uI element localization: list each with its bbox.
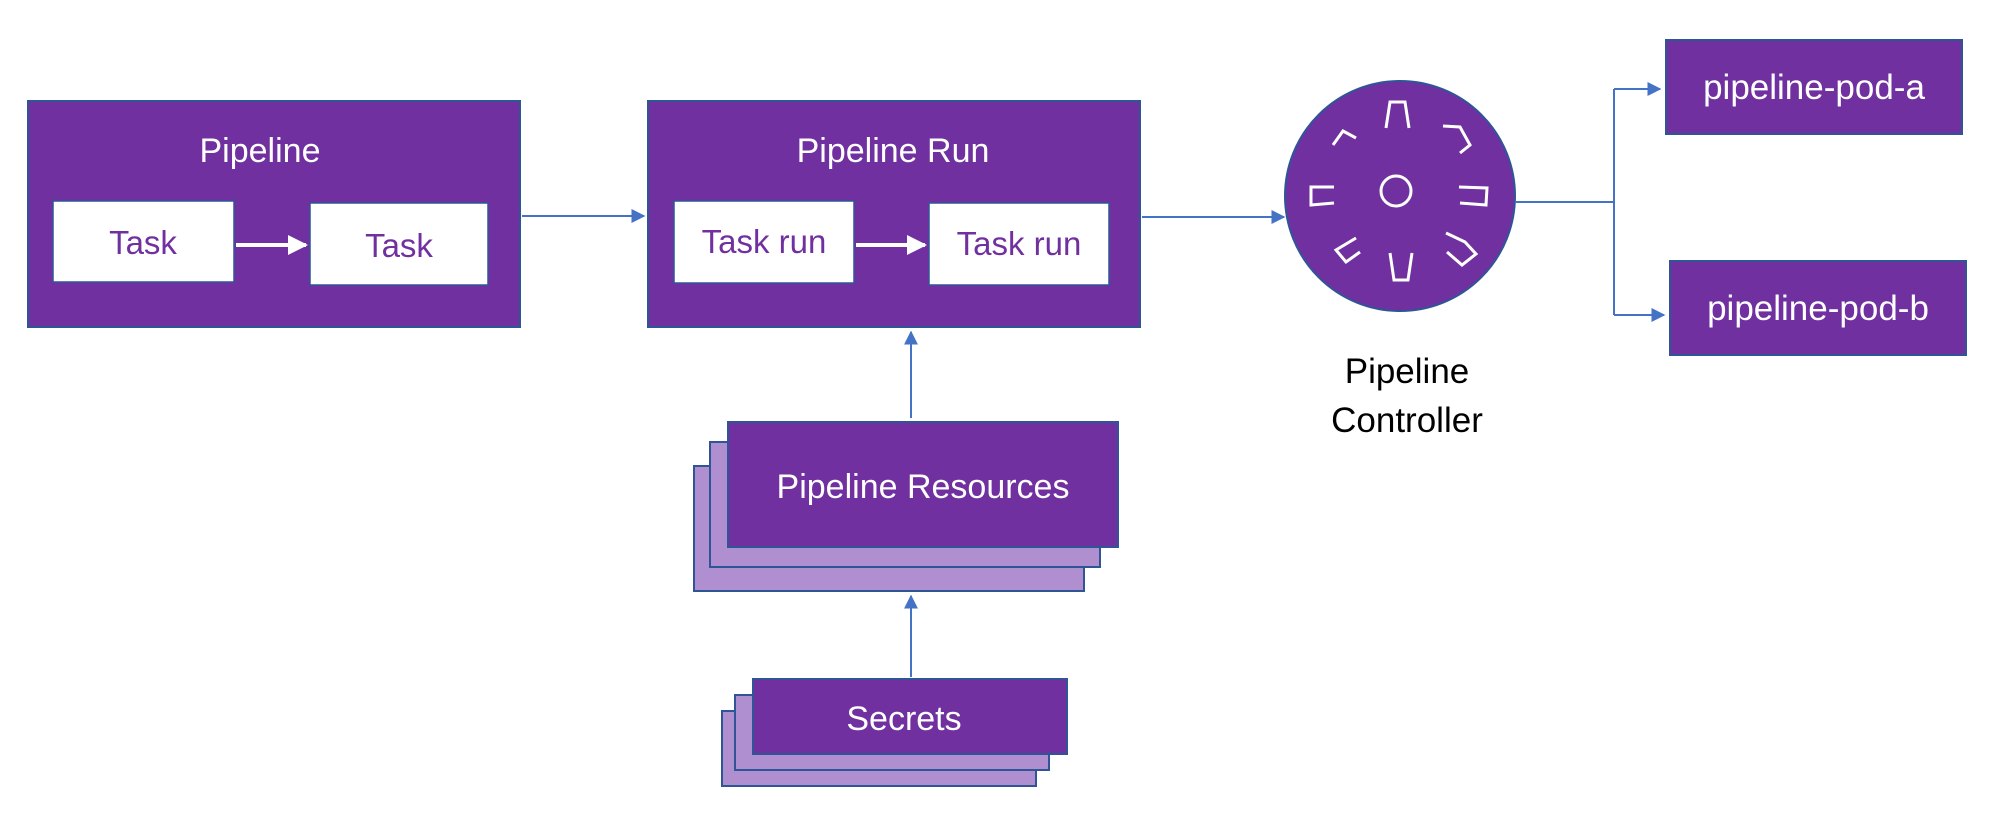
controller-to-pods-connector xyxy=(1516,82,1666,322)
task-run-label-2: Task run xyxy=(957,225,1082,262)
task-run-box-2 xyxy=(928,202,1110,286)
task-box-2 xyxy=(309,202,489,286)
pipeline-title: Pipeline xyxy=(200,132,321,170)
pipeline-resources-stack: Pipeline Resources xyxy=(693,421,1119,592)
pipeline-resources-label: Pipeline Resources xyxy=(777,468,1070,506)
controller-wheel-icon xyxy=(1284,80,1516,312)
pipeline-pod-b-label: pipeline-pod-b xyxy=(1707,289,1929,328)
task-run-label-1: Task run xyxy=(702,223,827,260)
pipeline-pod-a-box: pipeline-pod-a xyxy=(1665,39,1963,135)
pipeline-pod-a-label: pipeline-pod-a xyxy=(1703,68,1925,107)
controller-caption-line1: Pipeline xyxy=(1345,352,1470,391)
task-label-2: Task xyxy=(365,227,433,264)
task-run-box-1 xyxy=(673,200,855,284)
pipeline-box: Pipeline Task Task xyxy=(27,100,521,328)
secrets-stack: Secrets xyxy=(721,678,1068,787)
pipeline-pod-b-box: pipeline-pod-b xyxy=(1669,260,1967,356)
controller-caption-line2: Controller xyxy=(1331,401,1483,440)
pipeline-run-box: Pipeline Run Task run Task run xyxy=(647,100,1141,328)
secrets-label: Secrets xyxy=(846,700,961,738)
task-label-1: Task xyxy=(109,224,177,261)
pipeline-run-title: Pipeline Run xyxy=(797,132,990,170)
task-box-1 xyxy=(52,200,235,283)
